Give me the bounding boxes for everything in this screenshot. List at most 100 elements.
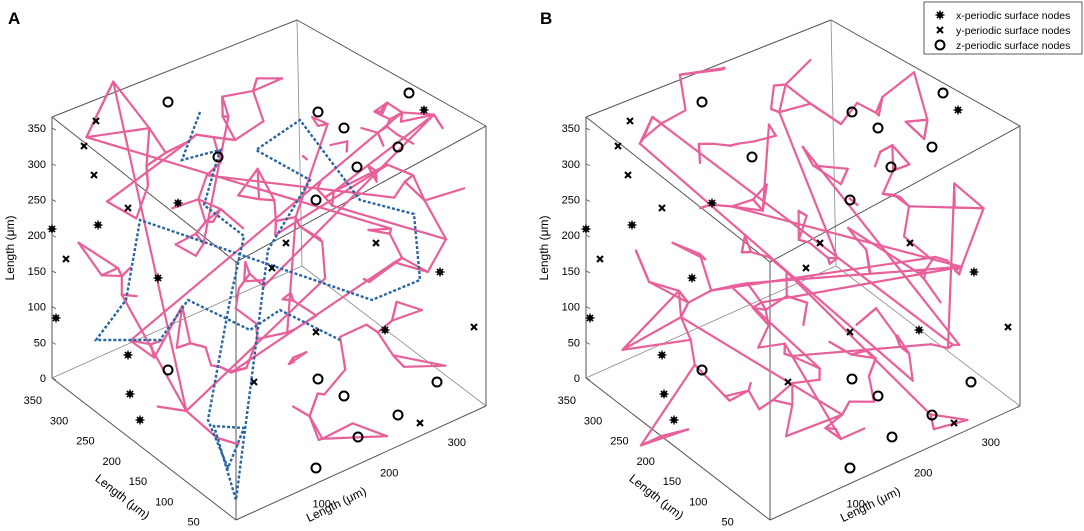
fiber-segment	[892, 193, 911, 208]
fiber-segment	[808, 241, 830, 260]
fiber-segment	[784, 58, 812, 86]
fiber-segment	[896, 334, 911, 355]
fiber-segment	[321, 240, 327, 280]
fiber-segment	[321, 422, 354, 440]
fiber-segment	[174, 232, 198, 246]
fiber-segment	[958, 265, 963, 276]
box-edge	[769, 125, 1021, 263]
fiber-segment	[856, 101, 878, 114]
fiber-segment	[230, 261, 396, 374]
fiber-segment	[621, 338, 692, 351]
fiber-segment	[729, 142, 740, 147]
fiber-segment	[395, 300, 423, 312]
fiber-segment	[638, 142, 914, 382]
left-floor-tick-label: 150	[129, 476, 147, 488]
fiber-segment	[105, 200, 138, 220]
fiber-segment	[197, 198, 207, 224]
fiber-segment	[877, 95, 884, 117]
fiber-segment	[368, 256, 404, 284]
fiber-segment	[639, 363, 696, 447]
fiber-segment	[767, 123, 777, 137]
vertical-tick-mark	[51, 163, 57, 167]
fiber-segment	[778, 102, 812, 114]
legend-cross-marker	[936, 26, 944, 34]
fiber-segment	[287, 356, 295, 366]
fiber-segment	[257, 198, 276, 202]
vertical-tick-mark	[585, 127, 591, 131]
fiber-segment	[930, 343, 950, 350]
x-periodic-node-marker	[669, 415, 679, 425]
fiber-segment	[351, 422, 389, 438]
y-periodic-node-marker	[1004, 323, 1012, 331]
fiber-segment	[678, 73, 687, 112]
fiber-segment	[929, 413, 935, 431]
x-periodic-node-marker	[380, 325, 390, 335]
z-periodic-node-marker	[431, 376, 443, 388]
fiber-segment	[388, 232, 404, 260]
fiber-segment	[332, 113, 436, 193]
fiber-segment	[687, 289, 713, 304]
fiber-segment	[896, 334, 902, 348]
legend-item-label: y-periodic surface nodes	[956, 25, 1070, 37]
fiber-segment	[205, 174, 396, 199]
fiber-segment	[175, 342, 192, 349]
fiber-segment	[100, 266, 119, 277]
fiber-segment	[828, 257, 839, 265]
fiber-segment	[204, 346, 213, 367]
vertical-tick-mark	[585, 270, 591, 274]
y-periodic-node-marker	[372, 239, 380, 247]
y-periodic-node-marker	[282, 239, 290, 247]
fiber-segment	[386, 101, 404, 114]
fiber-segment	[839, 167, 849, 186]
fiber-segment	[85, 136, 393, 230]
box-edge	[51, 19, 298, 118]
x-periodic-node-marker	[435, 267, 445, 277]
fiber-segment	[281, 298, 295, 302]
z-periodic-node-marker	[312, 373, 324, 385]
fiber-segment	[743, 234, 753, 254]
fiber-segment	[710, 255, 937, 292]
z-periodic-node-marker	[872, 390, 884, 402]
fiber-segment	[116, 266, 123, 278]
z-periodic-node-marker	[926, 409, 938, 421]
fiber-segment	[85, 80, 115, 139]
box-back-edge	[296, 19, 303, 267]
vertical-tick-label: 300	[28, 159, 46, 171]
fiber-segment	[256, 167, 276, 202]
vertical-tick-label: 50	[34, 337, 46, 349]
fiber-segment	[120, 266, 132, 278]
fiber-segment	[847, 226, 920, 275]
fiber-segment	[902, 205, 911, 238]
fiber-segment	[660, 109, 687, 125]
box-edge	[585, 377, 771, 521]
left-floor-tick-label: 350	[24, 395, 42, 407]
fiber-segment	[329, 140, 349, 147]
vertical-tick-mark	[585, 341, 591, 345]
fiber-segment	[729, 282, 749, 288]
z-periodic-node-marker	[310, 194, 322, 206]
fiber-segment	[772, 83, 787, 87]
x-periodic-node-marker	[581, 224, 591, 234]
fiber-segment	[923, 278, 942, 304]
fiber-segment	[332, 169, 377, 193]
fiber-segment	[301, 155, 308, 161]
vertical-tick-mark	[51, 306, 57, 309]
z-periodic-node-marker	[846, 373, 858, 385]
fiber-segment	[380, 114, 391, 121]
box-edge	[296, 19, 487, 127]
fiber-segment	[194, 220, 207, 235]
fiber-segment	[423, 199, 448, 241]
fiber-segment	[221, 115, 237, 142]
left-floor-tick-label: 200	[636, 456, 654, 468]
fiber-segment	[747, 389, 761, 411]
fiber-segment	[432, 113, 444, 130]
fiber-segment	[784, 83, 812, 105]
z-periodic-node-marker	[696, 364, 708, 376]
fiber-segment	[881, 71, 916, 99]
panel-letter: B	[540, 9, 552, 28]
vertical-tick-label: 350	[28, 123, 46, 135]
fiber-segment	[826, 256, 831, 265]
surface-nodes	[581, 87, 1012, 474]
y-periodic-node-marker	[846, 328, 854, 336]
y-periodic-node-marker	[80, 142, 88, 150]
